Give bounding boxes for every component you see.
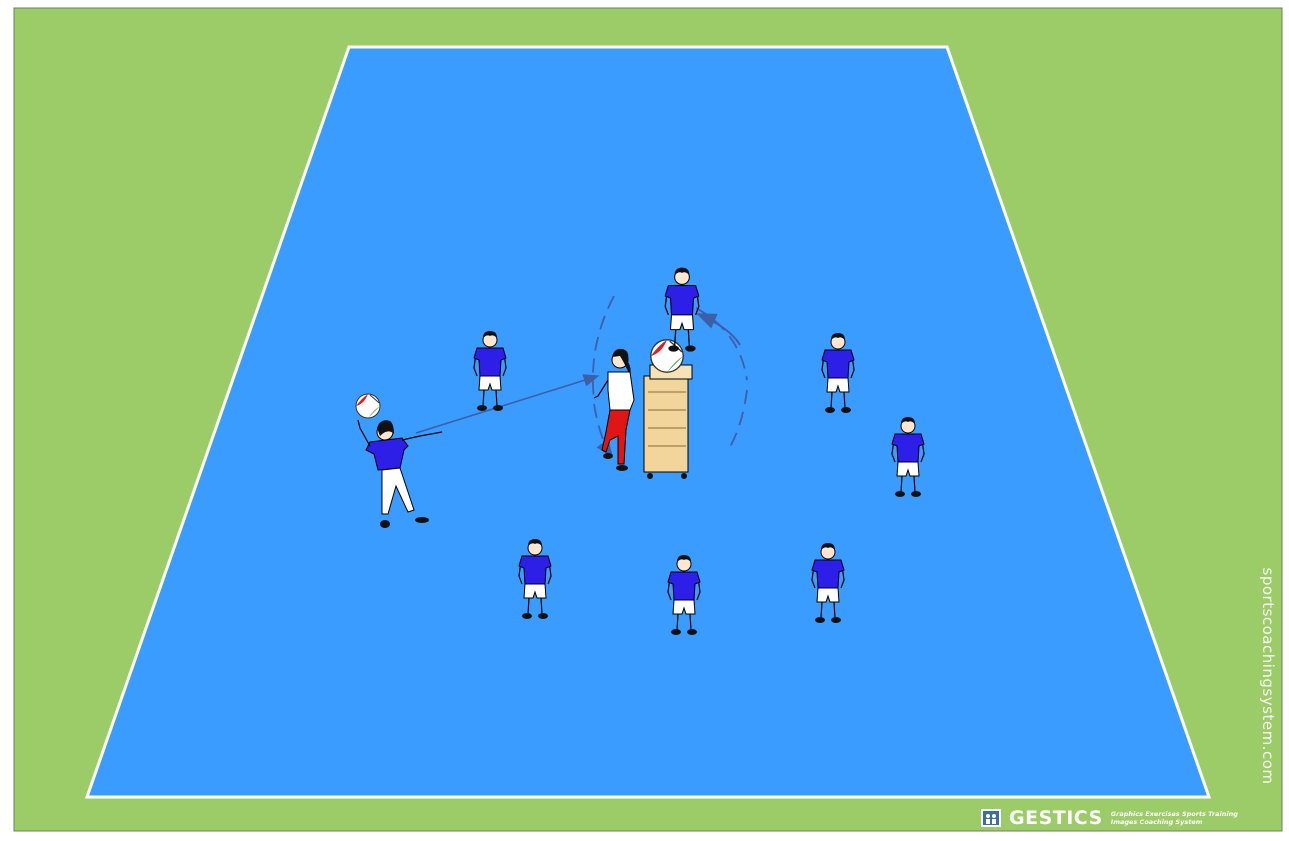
cart-ball-icon	[651, 340, 683, 372]
ball-cart-icon	[644, 365, 692, 479]
brand-tagline-line-1: Graphics Exercises Sports Training	[1111, 810, 1238, 818]
brand-name: GESTICS	[1009, 807, 1103, 829]
brand-tagline-line-2: Images Coaching System	[1111, 818, 1238, 826]
watermark-text: sportscoachingsystem.com	[1259, 568, 1277, 785]
gestics-brand: GESTICS Graphics Exercises Sports Traini…	[981, 805, 1238, 831]
brand-tagline: Graphics Exercises Sports Training Image…	[1111, 810, 1238, 826]
volleyball-icon	[356, 394, 380, 418]
gestics-logo-icon	[981, 809, 1001, 827]
